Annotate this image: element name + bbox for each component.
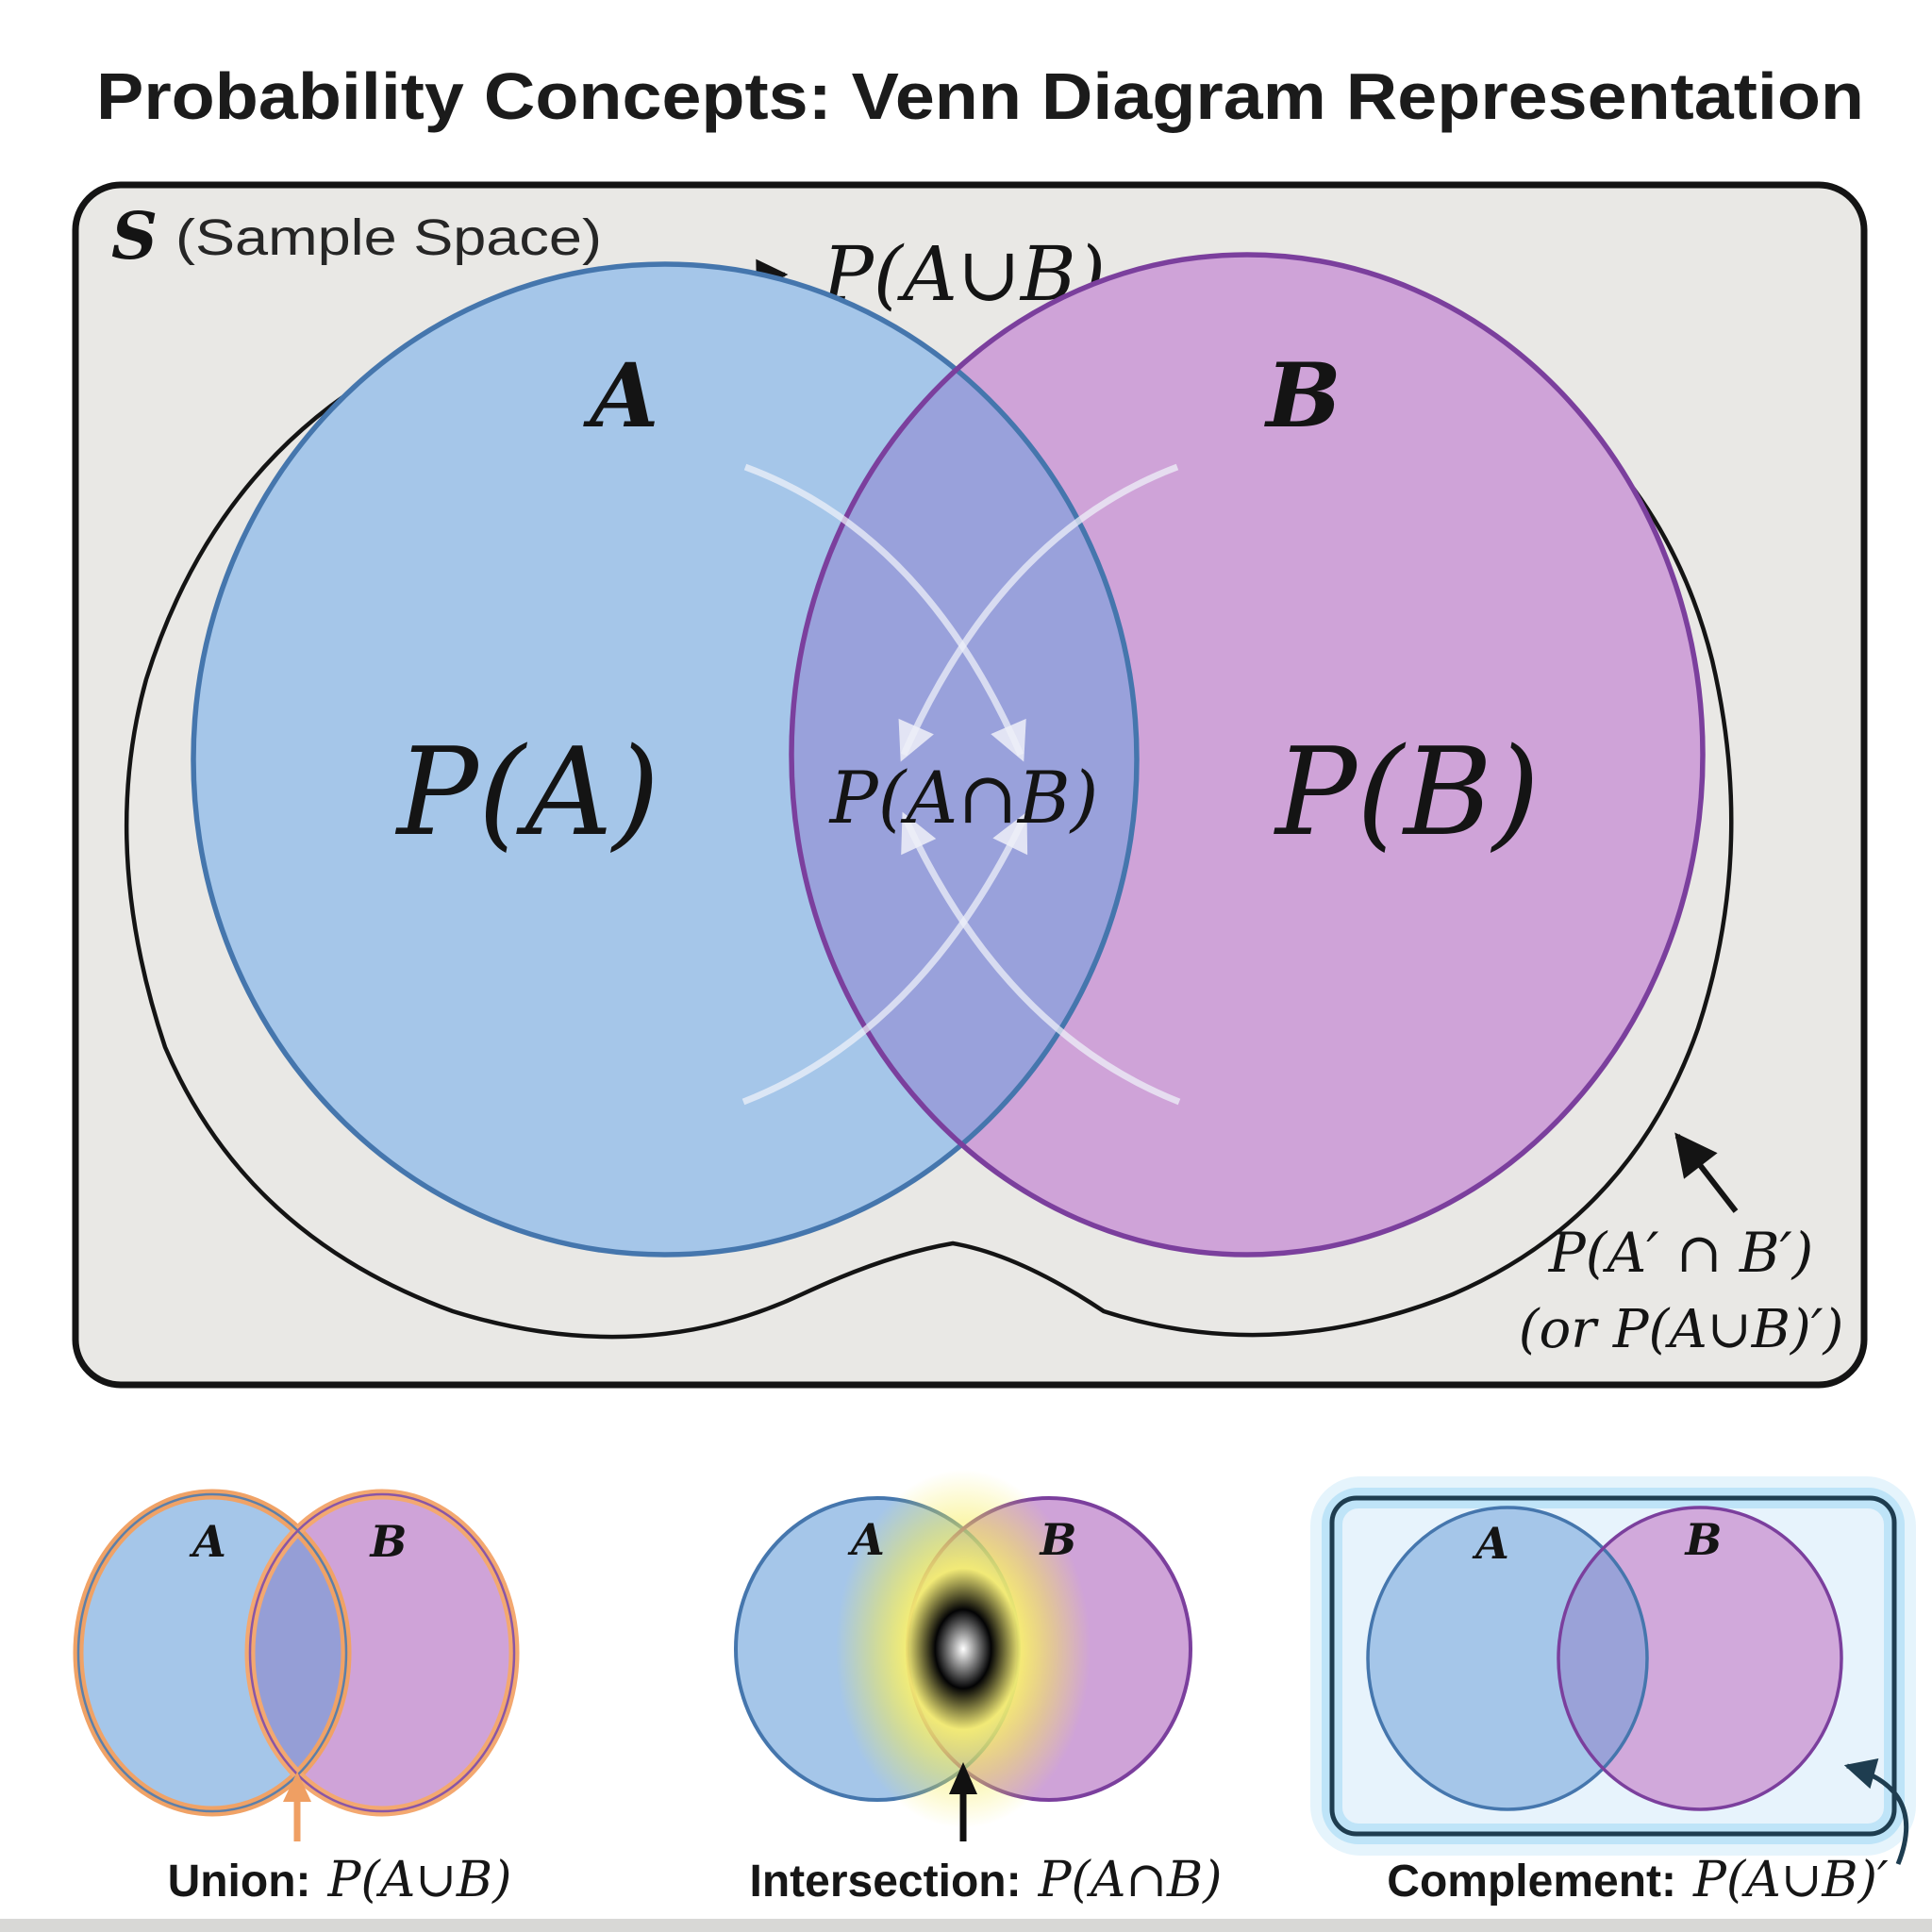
mini-complement-a-label: A	[1472, 1518, 1509, 1569]
set-a-outline	[191, 261, 1140, 1257]
mini-union: A B Union: P(A∪B)	[73, 1489, 520, 1908]
mini-complement-b-label: B	[1684, 1514, 1723, 1565]
set-b-label: B	[1263, 344, 1341, 448]
main-venn: A B P(A) P(A∩B) P(B)	[191, 252, 1706, 1257]
mini-intersection-arrow	[949, 1762, 977, 1841]
mini-union-b-label: B	[369, 1516, 408, 1567]
set-a-label: A	[583, 344, 659, 448]
mini-intersection-b-label: B	[1039, 1514, 1077, 1565]
mini-intersection-caption-formula: P(A∩B)	[1038, 1852, 1223, 1908]
flow-arrow-bottom-left	[741, 811, 1028, 1106]
mini-intersection-glow	[836, 1470, 1091, 1828]
mini-union-arrow	[283, 1772, 311, 1841]
sample-space-caption: (Sample Space)	[175, 209, 602, 266]
complement-formula-line2: (or P(A∪B)′)	[1519, 1299, 1844, 1360]
mini-union-overlap	[250, 1494, 346, 1811]
prob-intersection-label: P(A∩B)	[828, 756, 1099, 840]
flow-arrow-bottom-right	[901, 811, 1181, 1106]
flow-arrow-top-left	[743, 463, 1026, 762]
mini-complement-caption: Complement: P(A∪B)′	[1387, 1852, 1889, 1908]
mini-intersection-a-label: A	[847, 1514, 885, 1565]
mini-intersection-caption: Intersection: P(A∩B)	[750, 1852, 1223, 1908]
mini-intersection: A B Intersection: P(A∩B)	[734, 1470, 1223, 1908]
mini-complement-pointer-arrow	[1843, 1758, 1909, 1865]
set-b-outline	[789, 252, 1706, 1257]
mini-union-edge-b	[248, 1492, 516, 1813]
flow-arrow-top-right	[898, 463, 1179, 762]
prob-b-label: P(B)	[1274, 723, 1540, 863]
complement-annotation: P(A′ ∩ B′) (or P(A∪B)′)	[1519, 1132, 1844, 1360]
mini-union-a-label: A	[189, 1516, 226, 1567]
intersection-region	[791, 264, 1137, 1255]
mini-complement-edge-a	[1366, 1506, 1649, 1811]
mini-complement: A B Complement: P(A∪B)′	[1310, 1476, 1916, 1908]
union-boundary-arrows	[124, 258, 1734, 1340]
mini-complement-box	[1329, 1495, 1897, 1837]
mini-complement-caption-label: Complement:	[1387, 1857, 1676, 1907]
prob-a-label: P(A)	[395, 723, 659, 863]
page-title: Probability Concepts: Venn Diagram Repre…	[96, 59, 1864, 133]
mini-union-caption-formula: P(A∪B)	[327, 1852, 512, 1908]
mini-complement-caption-formula: P(A∪B)′	[1692, 1852, 1889, 1908]
complement-formula-line1: P(A′ ∩ B′)	[1548, 1221, 1814, 1285]
mini-union-edge-a	[76, 1492, 348, 1813]
mini-intersection-caption-label: Intersection:	[750, 1857, 1022, 1907]
mini-union-caption: Union: P(A∪B)	[168, 1852, 512, 1908]
sample-space-symbol: S	[111, 199, 158, 275]
mini-complement-edge-b	[1557, 1506, 1843, 1811]
mini-union-caption-label: Union:	[168, 1857, 311, 1907]
complement-pointer-arrow	[1674, 1132, 1739, 1213]
intersection-flow-arrows	[741, 463, 1181, 1106]
bottom-edge-strip	[0, 1919, 1932, 1932]
